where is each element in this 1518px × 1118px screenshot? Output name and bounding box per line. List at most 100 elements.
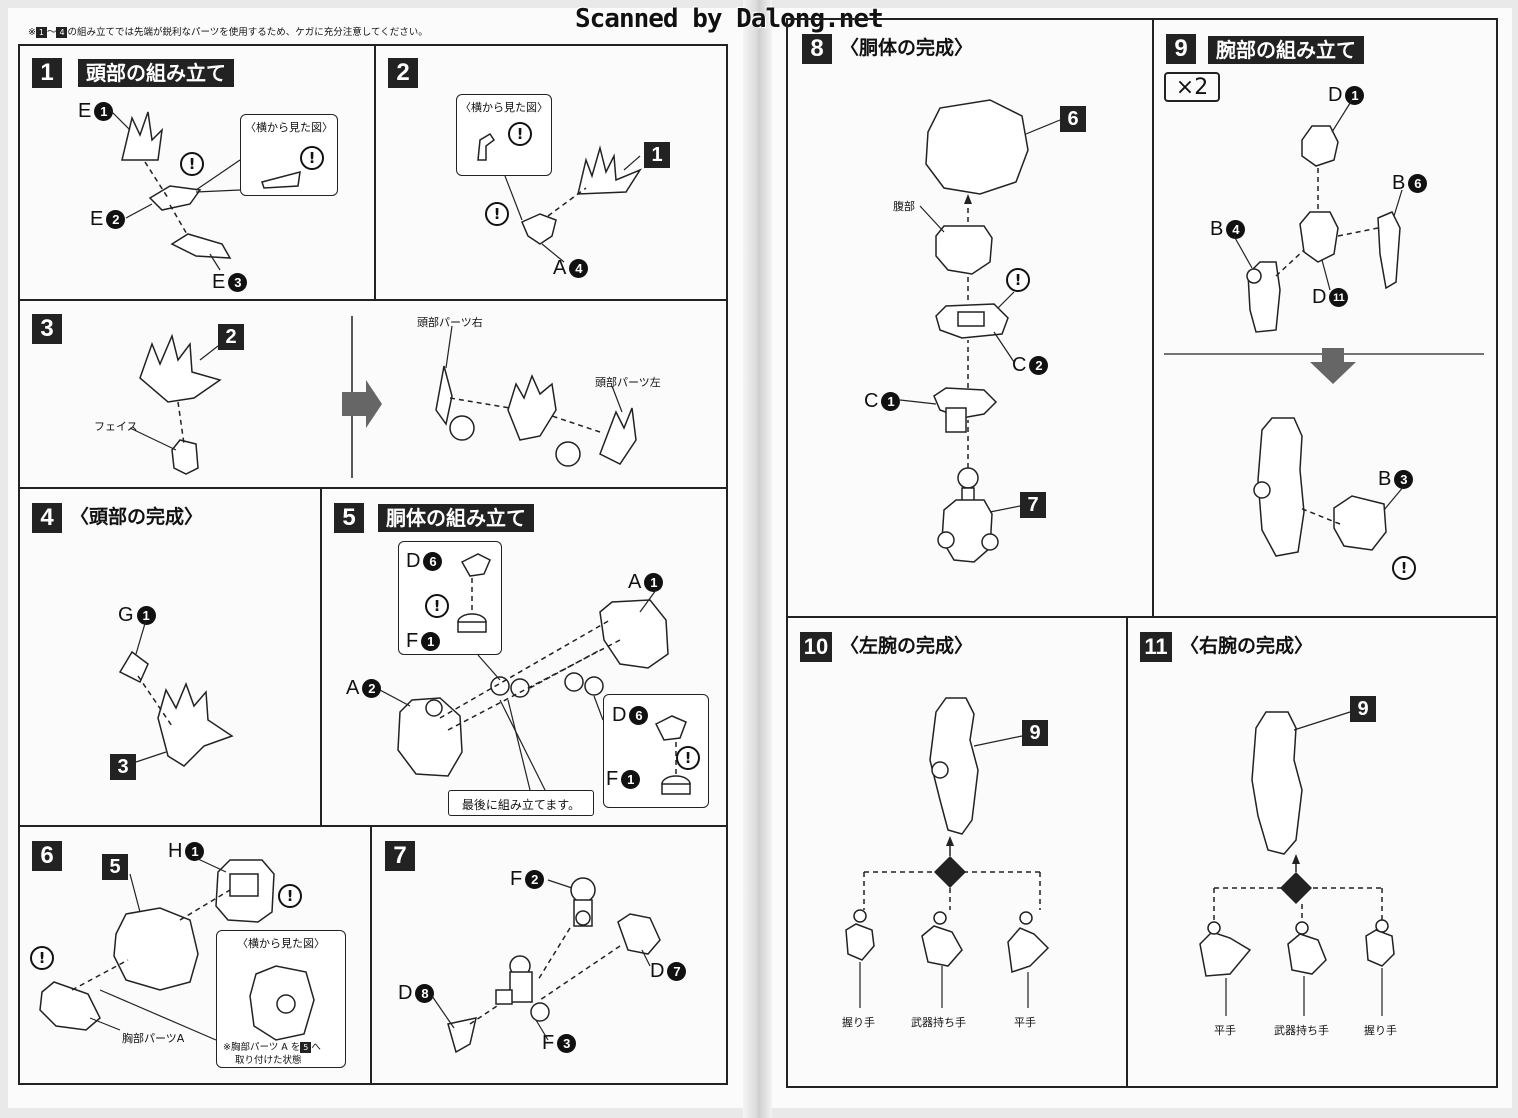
assembled-arm-shape (1257, 417, 1305, 557)
part-b3-shape (1333, 495, 1387, 551)
step-7-drawing (431, 877, 661, 1054)
head-part-right-shape (435, 365, 453, 426)
step-2-number: 2 (388, 58, 418, 88)
label-head-part-right: 頭部パーツ右 (417, 316, 483, 329)
warning-icon: ! (278, 884, 302, 908)
step-11-number: 11 (1140, 632, 1172, 662)
part-g1-shape (118, 650, 149, 684)
label-abdomen: 腹部 (893, 200, 915, 213)
right-page (772, 8, 1512, 1108)
part-d7-shape (617, 913, 661, 955)
step-4-number: 4 (32, 503, 62, 533)
weapon-hand-shape (921, 925, 963, 967)
chest-part-a-shape (39, 981, 101, 1031)
step-9-title: 腕部の組み立て (1208, 36, 1364, 64)
torso-shape (113, 907, 199, 991)
part-e3-shape (170, 233, 232, 259)
open-hand-shape (1199, 931, 1252, 977)
grip-hand-shape (1365, 929, 1395, 967)
part-b6-shape (1377, 211, 1401, 290)
step-1-number: 1 (32, 58, 62, 88)
step-7-number: 7 (385, 841, 415, 871)
step-6-ref-5: 5 (102, 854, 128, 880)
step-1-title: 頭部の組み立て (78, 59, 234, 87)
label-open-hand: 平手 (1214, 1024, 1236, 1037)
warning-icon: ! (508, 122, 532, 146)
step-8-title: 〈胴体の完成〉 (840, 37, 974, 59)
quantity-multiplier: ×2 (1164, 72, 1220, 102)
warning-icon: ! (425, 594, 449, 618)
step-4-drawing (118, 619, 234, 767)
head-part-left-shape (599, 407, 637, 465)
open-hand-shape (1007, 927, 1050, 973)
right-arm-shape (1251, 711, 1303, 855)
label-grip-hand: 握り手 (842, 1016, 875, 1029)
step-4-title: 〈頭部の完成〉 (70, 506, 204, 528)
part-e1-shape (121, 111, 164, 161)
grip-hand-shape (845, 923, 875, 961)
part-d8-shape (447, 1017, 477, 1054)
head-part-1-shape (577, 145, 642, 195)
left-arm-shape (929, 697, 979, 835)
warning-icon: ! (180, 152, 204, 176)
head-center-shape (507, 373, 557, 441)
step-11-panel (1126, 616, 1498, 1088)
head-complete-shape (157, 681, 234, 767)
step-1-drawing (109, 109, 301, 271)
step-6-number: 6 (32, 841, 62, 871)
step-2-drawing (477, 132, 642, 263)
label-grip-hand: 握り手 (1364, 1024, 1397, 1037)
step-8-ref-6: 6 (1060, 106, 1086, 132)
step-9-number: 9 (1166, 34, 1196, 64)
callout-note-2: 取り付けた状態 (235, 1055, 302, 1066)
face-shape (171, 439, 199, 475)
label-head-part-left: 頭部パーツ左 (595, 376, 661, 389)
warning-icon: ! (30, 946, 54, 970)
step-3-drawing (129, 316, 637, 478)
part-e2-shape (148, 185, 202, 211)
part-a1-shape (599, 599, 669, 669)
step-2-side-view-callout: 〈横から見た図〉 (456, 94, 552, 176)
label-open-hand: 平手 (1014, 1016, 1036, 1029)
step-3-ref-2: 2 (218, 324, 244, 350)
step-5-title: 胴体の組み立て (378, 504, 534, 532)
step-8-ref-7: 7 (1020, 492, 1046, 518)
label-weapon-hand: 武器持ち手 (911, 1016, 966, 1029)
page-gutter (743, 0, 772, 1118)
warning-icon: ! (300, 146, 324, 170)
warning-icon: ! (1392, 556, 1416, 580)
step-10-number: 10 (800, 632, 832, 662)
down-arrow (1310, 348, 1356, 384)
label-weapon-hand: 武器持ち手 (1274, 1024, 1329, 1037)
warning-icon: ! (1006, 268, 1030, 292)
part-d1-shape (1301, 125, 1339, 167)
warning-icon: ! (676, 746, 700, 770)
step-10-title: 〈左腕の完成〉 (840, 635, 974, 657)
part-d11-shape (1299, 211, 1339, 263)
step-4-ref-3: 3 (110, 754, 136, 780)
label-chest-part-a: 胸部パーツA (122, 1032, 185, 1045)
label-face: フェイス (94, 420, 138, 433)
